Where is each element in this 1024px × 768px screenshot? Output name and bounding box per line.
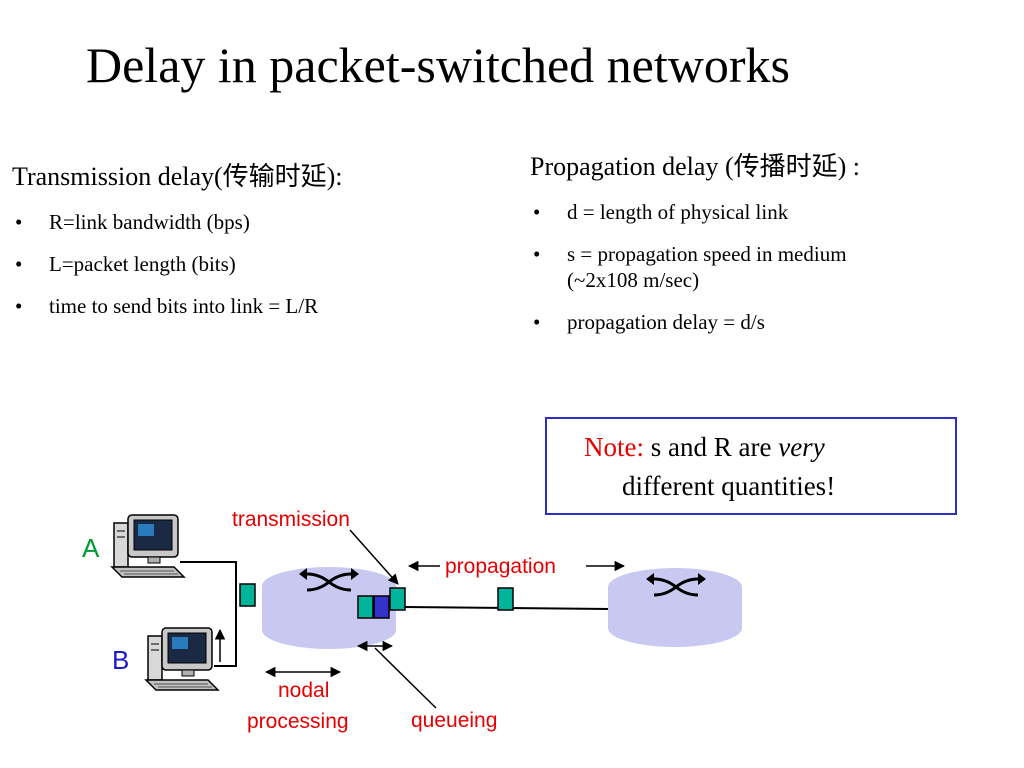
list-item: s = propagation speed in medium bbox=[530, 241, 1020, 267]
transmitting-packet-icon bbox=[389, 587, 406, 611]
queueing-pointer bbox=[374, 647, 437, 709]
router-b-icon bbox=[608, 568, 742, 647]
propagation-label: propagation bbox=[445, 555, 556, 578]
list-item: time to send bits into link = L/R bbox=[12, 293, 502, 319]
propagation-delay-section: Propagation delay (传播时延) : d = length of… bbox=[530, 146, 1020, 335]
propagation-delay-list: d = length of physical link s = propagat… bbox=[530, 199, 1020, 335]
queued-packet-icon bbox=[357, 595, 374, 619]
propagating-packet-icon bbox=[497, 587, 514, 611]
page-title: Delay in packet-switched networks bbox=[86, 37, 790, 93]
queued-packet-icon bbox=[373, 595, 390, 619]
transmission-label: transmission bbox=[232, 508, 350, 531]
list-item: d = length of physical link bbox=[530, 199, 1020, 225]
note-label: Note: bbox=[584, 432, 644, 462]
note-emphasis: very bbox=[778, 432, 825, 462]
processing-label: processing bbox=[247, 710, 349, 733]
queueing-label: queueing bbox=[411, 709, 497, 732]
list-item-continuation: (~2x108 m/sec) bbox=[567, 268, 700, 292]
access-link bbox=[180, 561, 237, 667]
nodal-label: nodal bbox=[278, 679, 329, 702]
note-box: Note: s and R are very different quantit… bbox=[545, 417, 957, 515]
note-text: s and R are bbox=[650, 432, 772, 462]
transmission-delay-list: R=link bandwidth (bps) L=packet length (… bbox=[12, 209, 502, 319]
transmission-delay-heading: Transmission delay(传输时延): bbox=[12, 162, 343, 191]
list-item: R=link bandwidth (bps) bbox=[12, 209, 502, 235]
host-a-computer-icon bbox=[111, 514, 185, 578]
note-line-1: Note: s and R are very bbox=[584, 432, 825, 463]
list-item: propagation delay = d/s bbox=[530, 309, 1020, 335]
note-line-2: different quantities! bbox=[622, 471, 836, 501]
propagation-delay-heading: Propagation delay (传播时延) : bbox=[530, 152, 860, 181]
transmission-delay-section: Transmission delay(传输时延): R=link bandwid… bbox=[12, 156, 502, 319]
host-b-label: B bbox=[112, 645, 129, 675]
packet-icon bbox=[239, 583, 256, 607]
transmission-pointer bbox=[349, 529, 399, 585]
host-a-label: A bbox=[82, 533, 100, 563]
host-b-computer-icon bbox=[145, 627, 219, 691]
list-item: L=packet length (bits) bbox=[12, 251, 502, 277]
